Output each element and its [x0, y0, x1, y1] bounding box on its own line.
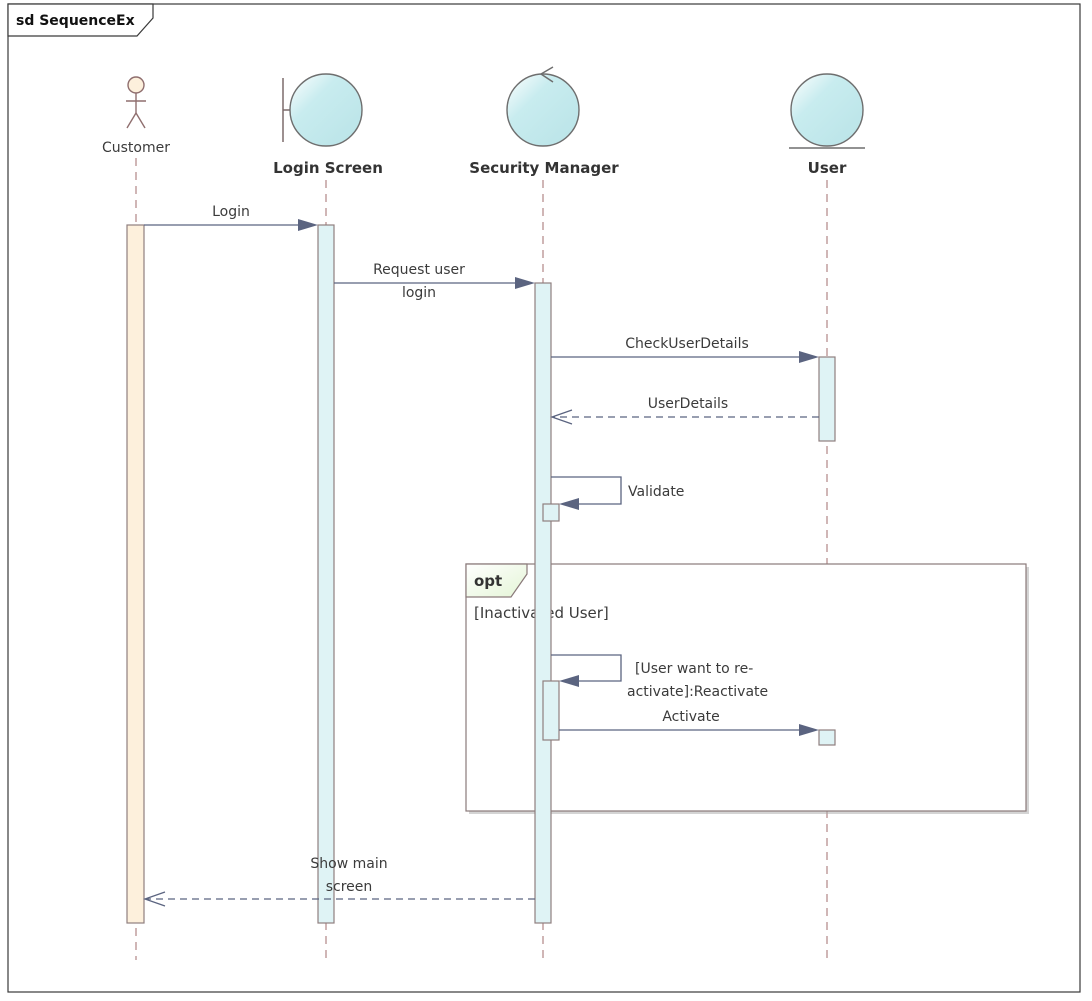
message-label-show-main-line2: screen: [326, 879, 373, 895]
message-label-user-details: UserDetails: [648, 396, 728, 412]
message-label-reactivate-line2: activate]:Reactivate: [627, 684, 768, 700]
message-validate-self: Validate: [551, 476, 684, 510]
activation-login-screen: [317, 224, 335, 924]
activation-customer: [126, 224, 145, 924]
message-activate: Activate: [559, 709, 819, 736]
opt-fragment: opt [Inactivated User]: [465, 563, 1029, 814]
entity-icon: [789, 73, 865, 149]
opt-fragment-tab: [465, 563, 528, 598]
activation-reactivate: [542, 680, 560, 741]
message-check-user-details: CheckUserDetails: [551, 336, 819, 363]
participant-label-user: User: [808, 159, 847, 177]
activation-security-manager: [534, 282, 552, 924]
message-label-login: Login: [212, 204, 250, 220]
activation-validate: [542, 503, 560, 522]
opt-operator-label: opt: [474, 572, 502, 590]
message-request-user-login: Request user login: [334, 262, 535, 301]
message-show-main-screen-return: Show main screen: [143, 856, 535, 907]
message-label-validate: Validate: [628, 484, 684, 500]
control-icon: [506, 66, 580, 147]
message-label-activate: Activate: [662, 709, 719, 725]
activation-user-check: [818, 356, 836, 442]
message-label-show-main-line1: Show main: [310, 856, 387, 872]
message-reactivate-self: [User want to re- activate]:Reactivate: [551, 654, 768, 700]
message-label-reactivate-line1: [User want to re-: [635, 661, 753, 677]
message-label-request-line2: login: [402, 285, 436, 301]
participant-label-login-screen: Login Screen: [273, 159, 383, 177]
participant-label-security-manager: Security Manager: [469, 159, 619, 177]
participant-label-customer: Customer: [102, 140, 170, 156]
frame-title: sd SequenceEx: [16, 13, 135, 29]
message-label-request-line1: Request user: [373, 262, 465, 278]
activation-user-activate: [818, 729, 836, 746]
frame-title-tab: [7, 3, 154, 37]
boundary-icon: [282, 73, 363, 147]
actor-customer-icon: [126, 76, 146, 129]
message-user-details-return: UserDetails: [550, 396, 819, 425]
message-login: Login: [144, 204, 318, 231]
message-label-check-user-details: CheckUserDetails: [625, 336, 749, 352]
